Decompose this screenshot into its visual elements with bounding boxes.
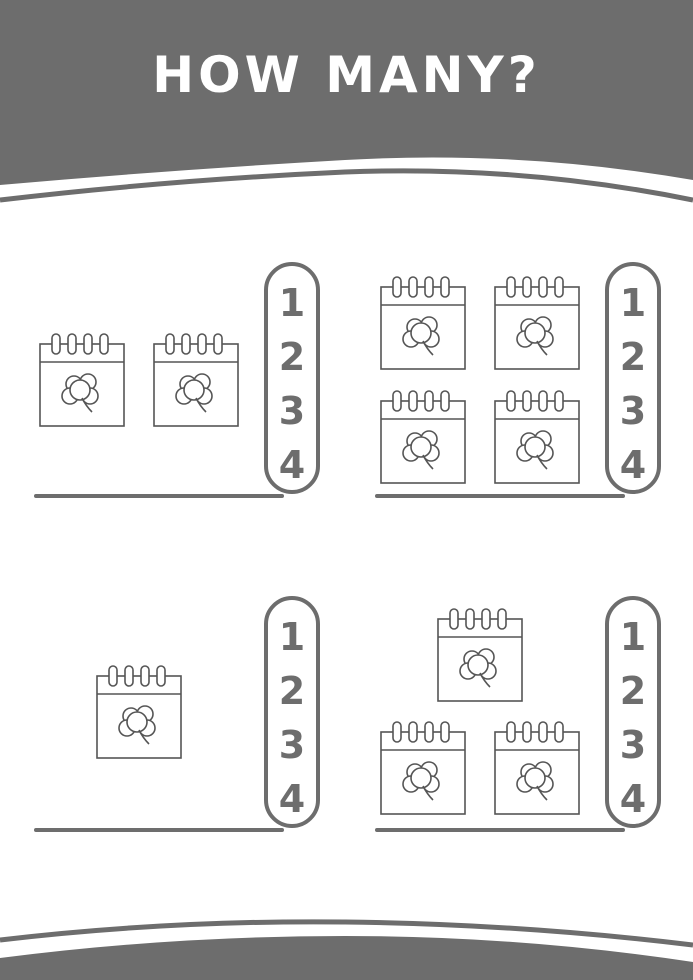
calendar-shamrock-icon (436, 607, 524, 703)
panel-baseline (34, 828, 284, 832)
option-2[interactable]: 2 (619, 335, 647, 379)
header-band: HOW MANY? (0, 0, 693, 215)
option-3[interactable]: 3 (619, 723, 647, 767)
option-1[interactable]: 1 (278, 615, 306, 659)
calendar-shamrock-icon (493, 275, 581, 371)
answer-options: 1 2 3 4 (605, 596, 661, 828)
calendar-shamrock-icon (95, 664, 183, 760)
option-3[interactable]: 3 (619, 389, 647, 433)
calendar-shamrock-icon (493, 720, 581, 816)
panel-baseline (34, 494, 284, 498)
calendar-shamrock-icon (152, 332, 240, 428)
option-4[interactable]: 4 (278, 443, 306, 487)
calendar-shamrock-icon (38, 332, 126, 428)
calendar-shamrock-icon (379, 720, 467, 816)
option-1[interactable]: 1 (619, 615, 647, 659)
option-4[interactable]: 4 (278, 777, 306, 821)
calendar-shamrock-icon (379, 389, 467, 485)
calendar-shamrock-icon (379, 275, 467, 371)
option-2[interactable]: 2 (619, 669, 647, 713)
footer-band (0, 900, 693, 980)
option-4[interactable]: 4 (619, 443, 647, 487)
answer-options: 1 2 3 4 (264, 262, 320, 494)
answer-options: 1 2 3 4 (264, 596, 320, 828)
footer-wave (0, 919, 693, 980)
calendar-shamrock-icon (493, 389, 581, 485)
panel-baseline (375, 494, 625, 498)
option-2[interactable]: 2 (278, 335, 306, 379)
option-1[interactable]: 1 (619, 281, 647, 325)
page-title: HOW MANY? (152, 46, 541, 104)
answer-options: 1 2 3 4 (605, 262, 661, 494)
option-4[interactable]: 4 (619, 777, 647, 821)
option-1[interactable]: 1 (278, 281, 306, 325)
option-3[interactable]: 3 (278, 389, 306, 433)
option-3[interactable]: 3 (278, 723, 306, 767)
header-wave (0, 0, 693, 203)
option-2[interactable]: 2 (278, 669, 306, 713)
panel-baseline (375, 828, 625, 832)
